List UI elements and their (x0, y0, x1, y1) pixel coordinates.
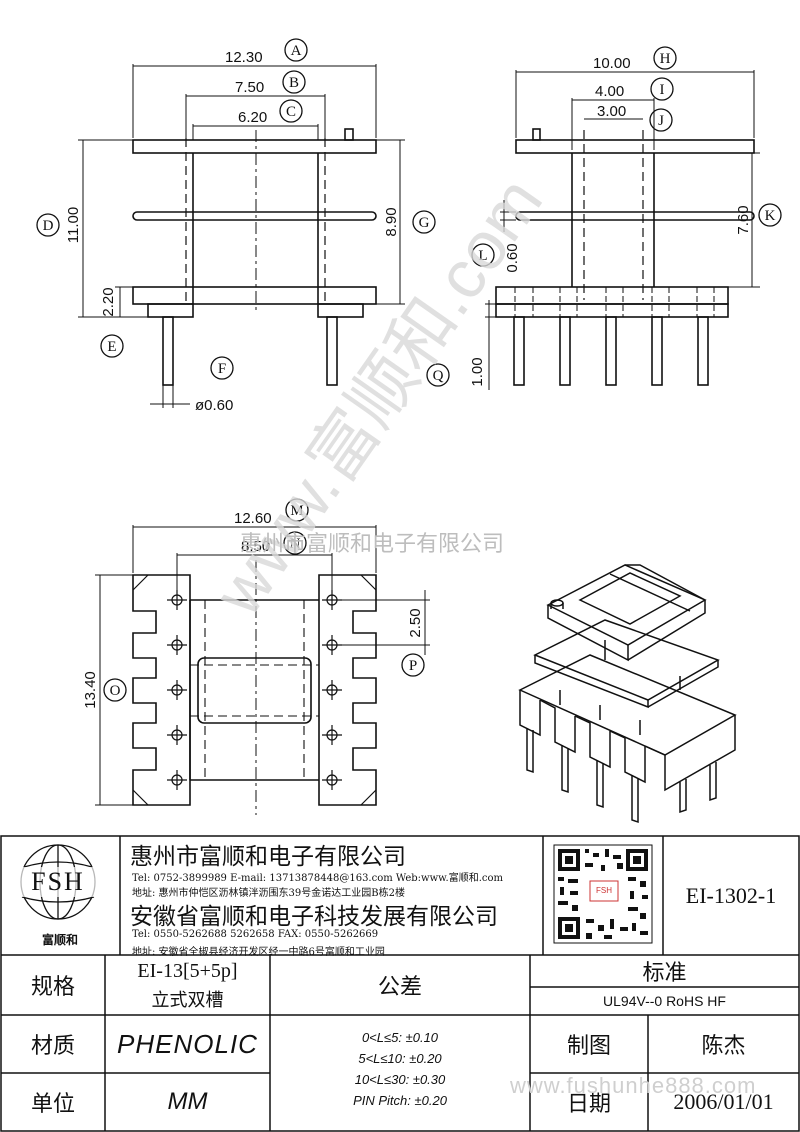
dim-g: 8.90 (383, 207, 400, 236)
callout-n: N (290, 536, 301, 552)
front-base (132, 286, 377, 305)
date-label: 日期 (566, 1092, 611, 1117)
side-view (485, 70, 760, 390)
unit-label: 单位 (30, 1092, 75, 1117)
logo-caption: 富顺和 (41, 933, 78, 947)
company1-address: 地址: 惠州市仲恺区沥林镇泮沥围东39号金诺达工业园B栋2楼 (132, 888, 405, 899)
qr-center-text: FSH (596, 886, 612, 895)
dim-n: 8.50 (241, 538, 270, 555)
bottom-right-strip (318, 574, 377, 806)
dim-e: 2.20 (100, 287, 117, 316)
bottom-left-strip (132, 574, 191, 806)
dim-p: 2.50 (407, 608, 424, 637)
dim-b: 7.50 (235, 79, 264, 96)
dim-f: ø0.60 (195, 397, 233, 414)
standard-label: 标准 (642, 961, 687, 986)
logo-letters: FSH (18, 867, 98, 897)
dim-k: 7.60 (735, 205, 752, 234)
part-number: EI-1302-1 (685, 882, 777, 908)
dim-h: 10.00 (593, 55, 631, 72)
company2-name: 安徽省富顺和电子科技发展有限公司 (130, 904, 498, 930)
dim-a: 12.30 (225, 49, 263, 66)
callout-d: D (43, 218, 54, 234)
tolerance-item: 0<L≤5: ±0.10 (361, 1030, 439, 1045)
callout-i: I (660, 82, 665, 98)
company1-name: 惠州市富顺和电子有限公司 (130, 844, 406, 870)
dim-o: 13.40 (82, 671, 99, 709)
standard-value: UL94V--0 RoHS HF (603, 993, 726, 1009)
front-top-flange (132, 139, 377, 154)
unit-value: MM (167, 1088, 208, 1115)
title-block-grid (0, 835, 800, 1132)
dim-m: 12.60 (234, 510, 272, 527)
side-middle-flange (515, 211, 755, 221)
callout-p: P (409, 658, 417, 674)
tolerance-label: 公差 (377, 975, 422, 1000)
bottom-view (95, 525, 430, 815)
dim-c: 6.20 (238, 109, 267, 126)
side-top-flange (515, 139, 755, 154)
spec-value-1: EI-13[5+5p] (137, 959, 238, 982)
title-block: FSH 富顺和 惠州市富顺和电子有限公司 Tel: 0752-3899989 E… (0, 835, 800, 1132)
material-value: PHENOLIC (117, 1028, 258, 1059)
drawer-label: 制图 (566, 1034, 611, 1059)
callout-m: M (290, 503, 303, 519)
callout-j: J (658, 113, 664, 129)
dim-q: 1.00 (469, 357, 486, 386)
callout-h: H (660, 51, 671, 67)
spec-value-2: 立式双槽 (151, 990, 224, 1011)
front-boss (344, 128, 354, 141)
drawer-value: 陈杰 (701, 1034, 746, 1059)
callout-a: A (291, 43, 302, 59)
callout-f: F (218, 361, 226, 377)
dim-j: 3.00 (597, 103, 626, 120)
company2-contact: Tel: 0550-5262688 5262658 FAX: 0550-5262… (132, 929, 379, 940)
callout-g: G (419, 215, 430, 231)
material-label: 材质 (30, 1034, 75, 1059)
qr-code (553, 844, 653, 944)
watermark-company: 惠州市富顺和电子有限公司 (240, 532, 504, 557)
company1-contact: Tel: 0752-3899989 E-mail: 13713878448@16… (132, 873, 503, 884)
callout-c: C (286, 104, 296, 120)
tolerance-item: 5<L≤10: ±0.20 (358, 1051, 442, 1066)
callout-l: L (478, 248, 487, 264)
callout-o: O (110, 683, 121, 699)
spec-label: 规格 (30, 975, 75, 1000)
front-pin-left (162, 316, 174, 386)
tolerance-item: PIN Pitch: ±0.20 (353, 1093, 447, 1108)
callout-q: Q (433, 368, 444, 384)
technical-drawing: 12.30 7.50 6.20 11.00 2.20 ø0.60 8.90 10… (36, 38, 782, 824)
isometric-view (518, 564, 737, 824)
front-view (78, 64, 405, 408)
callout-e: E (107, 339, 116, 355)
callout-b: B (289, 75, 299, 91)
tolerance-list: 0<L≤5: ±0.10 5<L≤10: ±0.20 10<L≤30: ±0.3… (270, 1025, 530, 1131)
front-pin-right (326, 316, 338, 386)
dim-d: 11.00 (65, 207, 82, 243)
callout-k: K (765, 208, 776, 224)
watermark-diagonal: www.富顺和.com (199, 164, 557, 629)
watermark-website: www.fushunhe888.com (510, 1073, 757, 1098)
tolerance-item: 10<L≤30: ±0.30 (354, 1072, 446, 1087)
date-value: 2006/01/01 (673, 1089, 774, 1114)
company2-address: 地址: 安徽省全椒县经济开发区经一中路6号富顺和工业园 (132, 947, 385, 958)
front-middle-flange (132, 211, 377, 221)
dim-l: 0.60 (504, 243, 521, 272)
dim-i: 4.00 (595, 83, 624, 100)
side-base (495, 286, 729, 305)
